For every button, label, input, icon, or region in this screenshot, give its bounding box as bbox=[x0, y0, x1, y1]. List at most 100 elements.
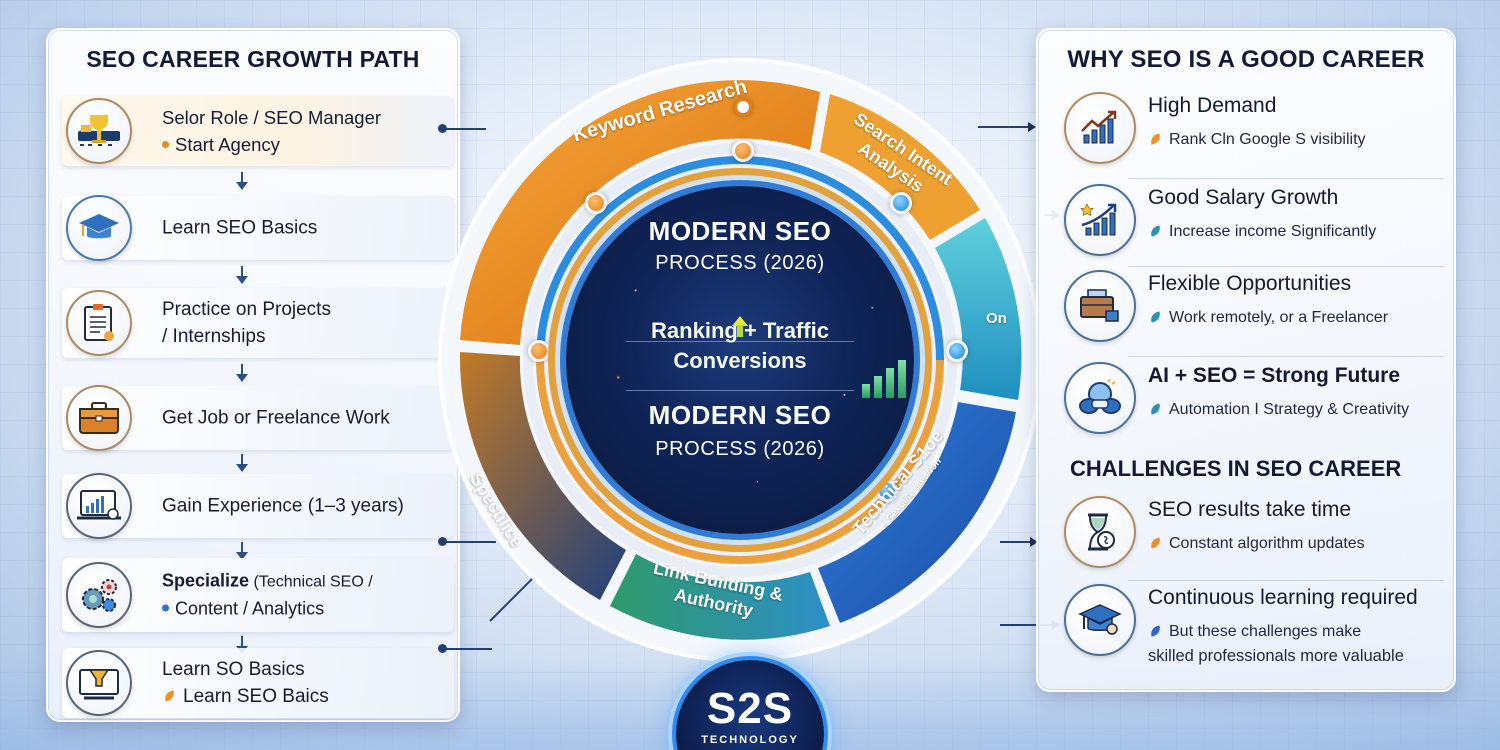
challenge-subtitle: Constant algorithm updates bbox=[1169, 535, 1365, 552]
challenge-title: Continuous learning required bbox=[1148, 586, 1418, 609]
funnel-monitor-icon bbox=[66, 650, 132, 716]
leaf-bullet-icon bbox=[1148, 311, 1163, 323]
trophy-desk-icon bbox=[66, 98, 132, 164]
step-practice-projects: Practice on Projects / Internships bbox=[62, 288, 454, 358]
step-gain-experience: Gain Experience (1–3 years) bbox=[62, 473, 454, 539]
center-disc: MODERN SEO PROCESS (2026) Ranking + Traf… bbox=[566, 186, 914, 534]
node-icon bbox=[732, 140, 754, 162]
career-path-title: SEO CAREER GROWTH PATH bbox=[86, 46, 420, 72]
gears-icon bbox=[66, 562, 132, 628]
reason-subtitle: Automation I Strategy & Creativity bbox=[1169, 401, 1410, 418]
logo-main: S2S bbox=[706, 684, 794, 733]
briefcase-photo-icon bbox=[1064, 270, 1136, 342]
divider bbox=[1128, 266, 1444, 267]
node-icon bbox=[890, 192, 912, 214]
star-chart-icon bbox=[1064, 184, 1136, 256]
reason-subtitle: Work remotely, or a Freelancer bbox=[1169, 309, 1389, 326]
step-senior-role: Selor Role / SEO Manager Start Agency bbox=[62, 96, 454, 166]
reason-subtitle: Rank Cln Google S visibility bbox=[1169, 131, 1366, 148]
step-title: Learn SO Basics bbox=[162, 659, 305, 680]
connector-line bbox=[1000, 624, 1054, 626]
step-title: Practice on Projects bbox=[162, 299, 331, 320]
ai-cloud-icon bbox=[1064, 362, 1136, 434]
center-title-top: MODERN SEO bbox=[648, 216, 832, 246]
divider bbox=[1128, 356, 1444, 357]
hourglass-icon bbox=[1064, 496, 1136, 568]
center-ranking: Ranking + Traffic bbox=[651, 318, 829, 343]
challenge-subtitle-line2: skilled professionals more valuable bbox=[1148, 647, 1404, 665]
seo-process-wheel: Keyword Research Search Intent Analysis … bbox=[420, 40, 1060, 680]
node-icon bbox=[585, 192, 607, 214]
why-seo-title: WHY SEO IS A GOOD CAREER bbox=[1067, 46, 1425, 73]
connector-line bbox=[1000, 541, 1030, 543]
step-title: Get Job or Freelance Work bbox=[162, 407, 390, 429]
laptop-chart-icon bbox=[66, 473, 132, 539]
down-arrow-icon bbox=[235, 266, 249, 286]
step-subtitle: Content / Analytics bbox=[175, 598, 325, 619]
center-subtitle-bottom: PROCESS (2026) bbox=[655, 438, 825, 460]
growth-chart-icon bbox=[1064, 92, 1136, 164]
connector-line bbox=[442, 541, 496, 543]
down-arrow-icon bbox=[235, 364, 249, 384]
challenge-subtitle: But these challenges make bbox=[1169, 623, 1362, 640]
logo-sub: TECHNOLOGY bbox=[701, 734, 799, 746]
down-arrow-icon bbox=[235, 172, 249, 192]
step-title: Selor Role / SEO Manager bbox=[162, 107, 382, 128]
graduation-cap-icon bbox=[1064, 584, 1136, 656]
step-subtitle: Learn SEO Baics bbox=[183, 686, 329, 707]
connector-line bbox=[442, 648, 492, 650]
node-icon bbox=[528, 340, 550, 362]
reason-title: AI + SEO = Strong Future bbox=[1148, 364, 1401, 387]
arrow-right-icon bbox=[1030, 537, 1038, 547]
node-icon bbox=[734, 98, 752, 116]
divider bbox=[1128, 178, 1444, 179]
center-subtitle-top: PROCESS (2026) bbox=[655, 252, 825, 274]
reason-title: Flexible Opportunities bbox=[1148, 272, 1352, 295]
leaf-bullet-icon bbox=[1148, 625, 1163, 637]
down-arrow-icon bbox=[235, 454, 249, 474]
challenges-title: CHALLENGES IN SEO CAREER bbox=[1070, 456, 1402, 481]
node-icon bbox=[946, 340, 968, 362]
up-arrow-icon bbox=[732, 316, 748, 338]
why-seo-panel: WHY SEO IS A GOOD CAREER High Demand Ran… bbox=[1036, 28, 1456, 692]
step-learn-basics: Learn SEO Basics bbox=[62, 195, 454, 261]
arrow-right-icon bbox=[1028, 122, 1036, 132]
step-title: Specialize bbox=[162, 570, 250, 591]
reason-subtitle: Increase income Significantly bbox=[1169, 223, 1377, 240]
step-title: Learn SEO Basics bbox=[162, 217, 318, 239]
starfield bbox=[566, 186, 914, 534]
node-icon bbox=[876, 480, 898, 502]
reason-title: High Demand bbox=[1148, 94, 1277, 117]
leaf-bullet-icon bbox=[1148, 133, 1163, 145]
center-title-bottom: MODERN SEO bbox=[648, 400, 832, 430]
step-subtitle: / Internships bbox=[162, 326, 266, 347]
leaf-bullet-icon bbox=[1148, 537, 1163, 549]
down-arrow-icon bbox=[235, 542, 249, 562]
reason-title: Good Salary Growth bbox=[1148, 186, 1339, 209]
growth-bars-icon bbox=[862, 358, 912, 398]
connector-line bbox=[978, 126, 1030, 128]
step-get-job: Get Job or Freelance Work bbox=[62, 385, 454, 451]
step-learn-so-basics: Learn SO Basics Learn SEO Baics bbox=[62, 648, 454, 718]
leaf-bullet-icon bbox=[162, 690, 177, 702]
leaf-bullet-icon bbox=[1148, 403, 1163, 415]
center-divider bbox=[626, 341, 854, 342]
step-title: Gain Experience (1–3 years) bbox=[162, 495, 404, 517]
bullet-icon bbox=[162, 141, 169, 149]
graduation-cap-icon bbox=[66, 195, 132, 261]
briefcase-icon bbox=[66, 385, 132, 451]
segment-on-page: On bbox=[986, 310, 1007, 327]
center-divider bbox=[626, 390, 854, 391]
divider bbox=[1128, 580, 1444, 581]
clipboard-icon bbox=[66, 290, 132, 356]
challenge-title: SEO results take time bbox=[1148, 498, 1352, 521]
center-conversions: Conversions bbox=[673, 348, 807, 373]
connector-line bbox=[442, 128, 486, 130]
step-subtitle: Start Agency bbox=[175, 134, 280, 155]
node-icon bbox=[598, 478, 620, 500]
step-specialize: Specialize (Technical SEO / Content / An… bbox=[62, 558, 454, 632]
leaf-bullet-icon bbox=[1148, 225, 1163, 237]
career-path-panel: SEO CAREER GROWTH PATH Selor Role / SEO … bbox=[46, 28, 460, 722]
bullet-icon bbox=[162, 604, 169, 612]
step-title-rest: (Technical SEO / bbox=[249, 573, 373, 591]
